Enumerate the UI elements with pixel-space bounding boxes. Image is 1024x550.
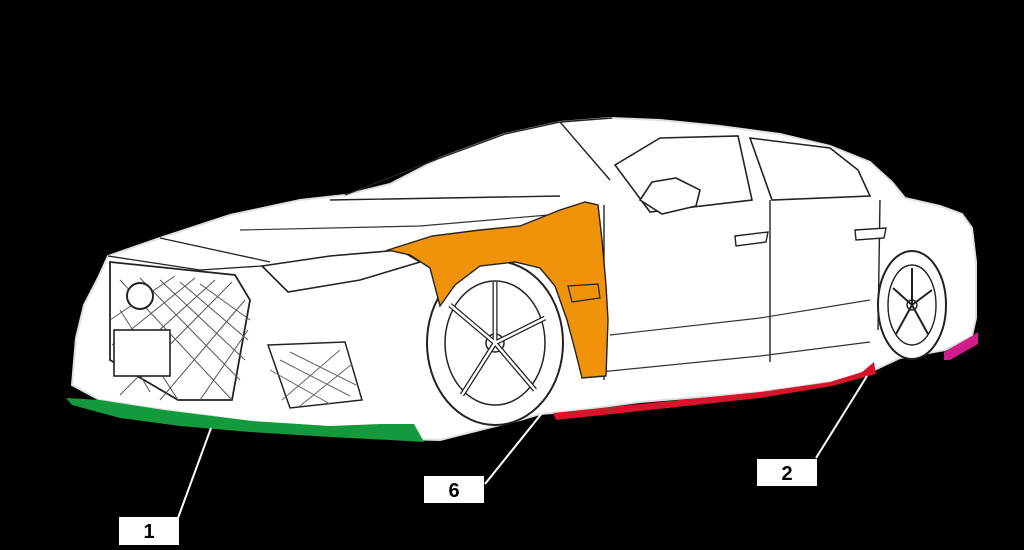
character-lines	[239, 213, 871, 373]
rear-wheel	[877, 250, 947, 360]
car-illustration	[70, 116, 977, 442]
brand-emblem-icon	[126, 282, 154, 310]
part-2-side-skirt	[553, 362, 876, 420]
rear-window	[748, 137, 872, 201]
callout-6: 6	[424, 476, 484, 503]
hood-lines	[107, 237, 271, 271]
callout-1-number: 1	[143, 521, 154, 543]
license-plate	[113, 329, 171, 377]
fender-vent	[567, 283, 601, 303]
leader-line-1	[177, 427, 212, 519]
part-6-front-fender	[385, 201, 609, 379]
fog-light-mesh	[269, 349, 357, 407]
callout-2-number: 2	[781, 463, 792, 485]
front-wheel	[426, 260, 564, 426]
leader-line-6	[484, 381, 568, 485]
door-handles	[734, 227, 887, 247]
side-mirror	[638, 177, 701, 215]
rear-diffuser-part	[944, 332, 978, 360]
windshield-line	[329, 117, 613, 201]
callout-1: 1	[119, 517, 179, 545]
part-1-front-lip-spoiler	[66, 398, 424, 442]
callout-2: 2	[757, 459, 817, 486]
leader-line-2	[815, 375, 868, 459]
callout-6-number: 6	[448, 480, 459, 502]
